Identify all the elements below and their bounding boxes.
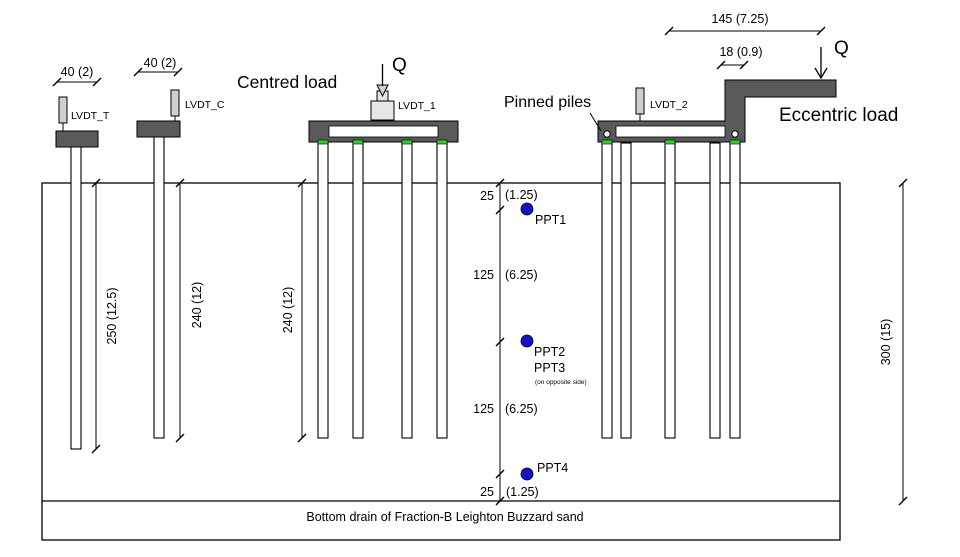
lvdt-1-label: LVDT_1 [398, 100, 436, 112]
eccentric-load-label: Eccentric load [779, 105, 898, 126]
lvdt-c-label: LVDT_C [185, 99, 225, 111]
centred-pile-group: Q Centred load LVDT_1 240 (12) [237, 55, 459, 443]
eccentric-load-q: Q [834, 38, 849, 59]
pore-pressure-transducers: PPT1 PPT2 PPT3 (on opposite side) PPT4 [520, 202, 587, 481]
cap-c-width-label: 40 (2) [144, 56, 177, 70]
seg2-label: 125 [473, 268, 494, 282]
cap-inner-plate [615, 125, 726, 138]
cap-t-width-label: 40 (2) [61, 65, 94, 79]
pile-head-marker [317, 139, 329, 145]
seg1-label: 25 [480, 189, 494, 203]
pin-offset-label: 18 (0.9) [719, 45, 762, 59]
group-pile [401, 142, 413, 439]
seg3-m-label: (6.25) [505, 402, 538, 416]
single-pile-t: LVDT_T 40 (2) 250 (12.5) [52, 65, 119, 454]
eccentricity-label: 145 (7.25) [712, 12, 769, 26]
box-depth-label: 300 (15) [879, 319, 893, 366]
ppt4-label: PPT4 [537, 461, 568, 475]
lvdt-c-sensor [170, 89, 180, 117]
cap-inner-plate [328, 125, 439, 138]
group-pile [436, 142, 448, 439]
group-pile [601, 142, 613, 439]
pile-head-marker [401, 139, 413, 145]
centred-load-q: Q [392, 55, 407, 76]
lvdt-t-label: LVDT_T [71, 110, 110, 122]
group-pile-length-label: 240 (12) [281, 287, 295, 334]
pile-head-marker [729, 139, 741, 145]
group-pile [317, 142, 329, 439]
pile-c [153, 135, 165, 439]
pile-t-length-label: 250 (12.5) [105, 288, 119, 345]
group-pile [664, 142, 676, 439]
eccentric-pile-group: LVDT_2 Pinned piles Q Eccentric load 145… [504, 12, 898, 439]
pin-joint [731, 130, 739, 138]
ppt3-label: PPT3 [534, 361, 565, 375]
ppt4-marker [520, 467, 534, 481]
ppt2-label: PPT2 [534, 345, 565, 359]
pile-head-marker [601, 139, 613, 145]
seg4-m-label: (1.25) [506, 485, 539, 499]
centred-load-label: Centred load [237, 72, 337, 92]
pile-head-marker [436, 139, 448, 145]
drain-label: Bottom drain of Fraction-B Leighton Buzz… [306, 510, 583, 524]
group-pile [620, 142, 632, 439]
group-pile [709, 142, 721, 439]
single-pile-c: LVDT_C 40 (2) 240 (12) [133, 56, 225, 443]
pile-cap-t [55, 130, 99, 148]
pile-t [70, 145, 82, 450]
ppt3-note: (on opposite side) [535, 379, 587, 386]
box-depth-dimension: 300 (15) [879, 178, 908, 506]
lvdt-t-sensor [58, 96, 68, 124]
seg2-m-label: (6.25) [505, 268, 538, 282]
pinned-piles-leader [589, 112, 602, 132]
load-cell [370, 100, 395, 121]
group-pile [352, 142, 364, 439]
pile-head-marker [664, 139, 676, 145]
depth-dimensions: 25 (1.25) 125 (6.25) 125 (6.25) 25 (1.25… [473, 178, 539, 506]
seg1-m-label: (1.25) [505, 188, 538, 202]
pinned-piles-label: Pinned piles [504, 94, 591, 111]
seg3-label: 125 [473, 402, 494, 416]
ppt1-marker [520, 202, 534, 216]
ppt2-marker [520, 334, 534, 348]
seg4-label: 25 [480, 485, 494, 499]
pile-cap-c [136, 120, 181, 138]
lvdt-2-label: LVDT_2 [650, 99, 688, 111]
pile-c-length-label: 240 (12) [190, 282, 204, 329]
group-pile [729, 142, 741, 439]
pile-head-marker [352, 139, 364, 145]
lvdt-2-sensor [635, 87, 645, 115]
pin-joint [603, 130, 611, 138]
ppt1-label: PPT1 [535, 213, 566, 227]
